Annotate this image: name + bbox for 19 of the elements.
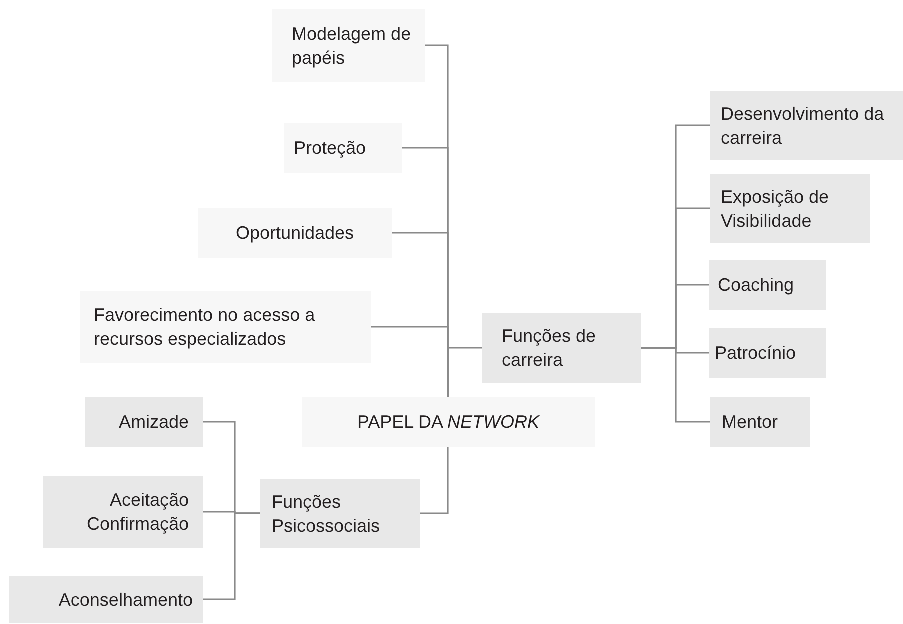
topic-box: Patrocínio <box>709 328 826 378</box>
connector-line <box>641 347 710 423</box>
topic-box: Exposição de Visibilidade <box>710 174 870 243</box>
topic-box: Oportunidades <box>198 208 392 258</box>
topic-box: Desenvolvimento da carreira <box>710 91 903 160</box>
topic-box: Aconselhamento <box>9 576 203 623</box>
topic-box: Proteção <box>284 123 402 173</box>
topic-box: PAPEL DA NETWORK <box>302 397 595 447</box>
topic-box: Funções Psicossociais <box>260 479 420 548</box>
connector-line <box>420 447 449 514</box>
topic-box: Coaching <box>709 260 826 310</box>
topic-box: Amizade <box>85 397 203 447</box>
connector-line <box>447 347 482 397</box>
topic-box: Mentor <box>710 397 810 447</box>
topic-box: Favorecimento no acesso a recursos especializados <box>80 291 371 363</box>
topic-box: Funções de carreira <box>482 313 641 383</box>
topic-box: Aceitação Confirmação <box>43 476 203 548</box>
topic-box: Modelagem de papéis <box>272 9 425 82</box>
connector-line <box>203 512 260 600</box>
